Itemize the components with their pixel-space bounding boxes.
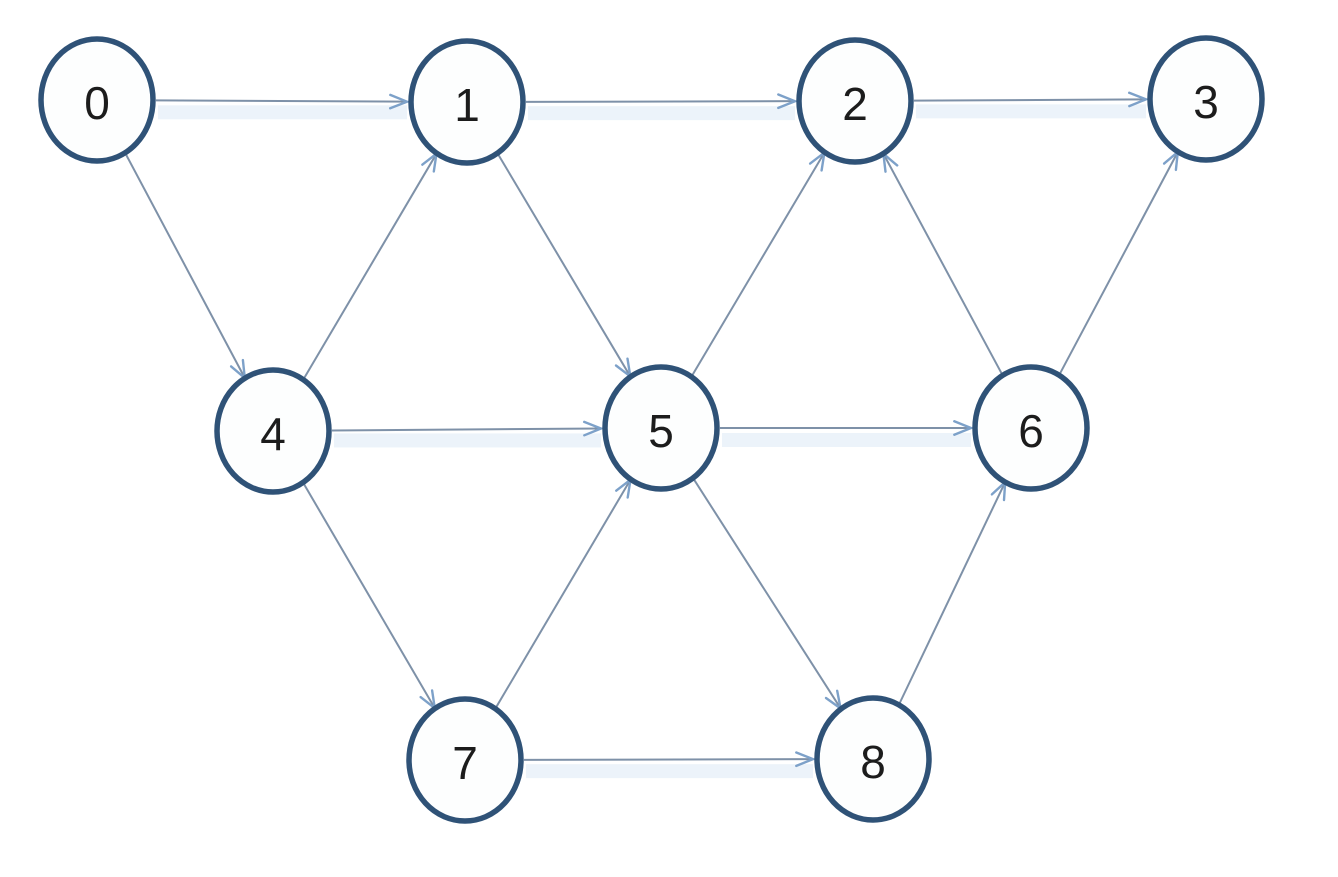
node-8-circle	[814, 695, 932, 823]
node-2: 2	[796, 37, 914, 165]
arrowhead-1-5	[614, 357, 632, 380]
node-3-label: 3	[1193, 76, 1219, 128]
node-0: 0	[38, 36, 156, 164]
edge-1-2	[525, 100, 796, 103]
node-1-label: 1	[454, 79, 480, 131]
edge-band-1-2	[527, 106, 796, 121]
arrowhead-5-6	[953, 420, 975, 436]
edge-7-8	[523, 758, 814, 761]
node-3-circle	[1147, 35, 1265, 163]
edge-band-2-3	[915, 104, 1147, 119]
edge-4-5	[331, 427, 602, 432]
edge-6-2	[882, 153, 1004, 377]
arrowhead-4-1	[421, 150, 439, 173]
edge-2-3	[913, 98, 1147, 102]
node-8: 8	[814, 695, 932, 823]
arrowhead-5-8	[824, 689, 843, 712]
edge-band-4-5	[333, 433, 602, 448]
node-4-circle	[214, 367, 332, 495]
node-0-circle	[38, 36, 156, 164]
node-7-label: 7	[452, 737, 478, 789]
arrowhead-4-7	[419, 689, 437, 712]
arrowhead-7-5	[615, 476, 633, 499]
node-7: 7	[406, 696, 524, 824]
node-4-label: 4	[260, 408, 286, 460]
node-4: 4	[214, 367, 332, 495]
edge-1-5	[496, 152, 632, 377]
node-1-circle	[408, 38, 526, 166]
arrowhead-0-4	[229, 358, 247, 381]
node-3: 3	[1147, 35, 1265, 163]
edge-6-3	[1057, 151, 1179, 377]
edge-8-6	[897, 481, 1007, 707]
arrowhead-1-2	[777, 93, 799, 110]
arrowhead-2-3	[1128, 91, 1150, 108]
edge-band-5-6	[722, 433, 971, 447]
node-5-label: 5	[648, 405, 674, 457]
edge-band-0-1	[157, 105, 408, 120]
node-2-circle	[796, 37, 914, 165]
node-8-label: 8	[860, 736, 886, 788]
node-0-label: 0	[84, 77, 110, 129]
edge-0-1	[155, 99, 408, 103]
arrowhead-5-2	[808, 149, 827, 172]
nodes-layer: 0 1 2 3 4 5 6 7 8	[38, 35, 1265, 824]
edge-4-7	[301, 481, 436, 709]
arrowhead-6-2	[881, 150, 899, 173]
node-1: 1	[408, 38, 526, 166]
edges-layer	[123, 91, 1180, 768]
edge-4-1	[302, 153, 438, 381]
node-7-circle	[406, 696, 524, 824]
arrowhead-7-8	[795, 751, 817, 768]
node-5-circle	[602, 364, 720, 492]
arrowhead-6-3	[1162, 149, 1180, 172]
edge-7-5	[494, 479, 632, 710]
node-5: 5	[602, 364, 720, 492]
edge-5-8	[691, 477, 842, 710]
arrowhead-0-1	[389, 93, 411, 110]
edge-0-4	[123, 151, 246, 379]
node-6: 6	[972, 364, 1090, 492]
node-6-label: 6	[1018, 405, 1044, 457]
arrowhead-4-5	[583, 420, 605, 437]
edge-5-2	[690, 152, 826, 378]
edge-band-7-8	[525, 764, 814, 779]
node-6-circle	[972, 364, 1090, 492]
edge-shadow-bands	[157, 104, 1147, 779]
node-2-label: 2	[842, 78, 868, 130]
